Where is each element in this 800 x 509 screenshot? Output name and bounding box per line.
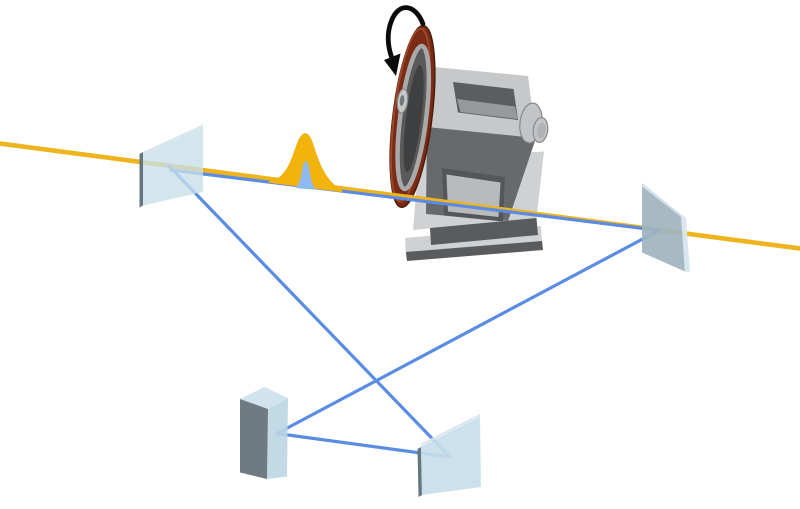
recombining-beamsplitter-top-edge (642, 183, 683, 218)
bottom-left-mirror-top (240, 387, 288, 409)
bottom-right-mirror-edge (417, 447, 422, 497)
bottom-right-mirror (417, 413, 481, 497)
rotation-arrow (384, 5, 426, 76)
bottom-left-mirror (240, 387, 288, 479)
input-beamsplitter-top-edge (143, 124, 203, 156)
rotation-arrow-arc (385, 5, 426, 60)
motor-shaft-cap-inner (537, 122, 546, 139)
split-beam-down (166, 163, 452, 459)
input-beamsplitter-edge (139, 152, 143, 208)
input-beamsplitter-face (143, 124, 203, 206)
motor-top-window-floor (457, 99, 518, 119)
bottom-right-mirror-top-edge (421, 413, 480, 447)
bottom-right-mirror-face (421, 417, 481, 495)
chopper-disc (389, 24, 436, 209)
pulse-group (269, 133, 342, 193)
optical-chopper-motor (384, 5, 549, 261)
motor-base-upper-front (430, 218, 538, 245)
motor-base-lower-front (406, 241, 543, 261)
chopper-hub-dot (399, 95, 405, 106)
pulse-inner-peak (296, 161, 315, 190)
bottom-left-mirror-side (267, 398, 288, 479)
input-beamsplitter (139, 124, 203, 208)
recombining-beamsplitter-face (642, 183, 685, 272)
bottom-left-mirror-face (240, 399, 268, 479)
recombining-beamsplitter-edge (681, 214, 690, 273)
rotation-arrow-head (384, 53, 401, 76)
recombining-beamsplitter (642, 183, 690, 273)
chopper-disc-inner (403, 64, 424, 173)
split-beam-parallel (169, 168, 661, 232)
split-beam-return (275, 228, 661, 436)
